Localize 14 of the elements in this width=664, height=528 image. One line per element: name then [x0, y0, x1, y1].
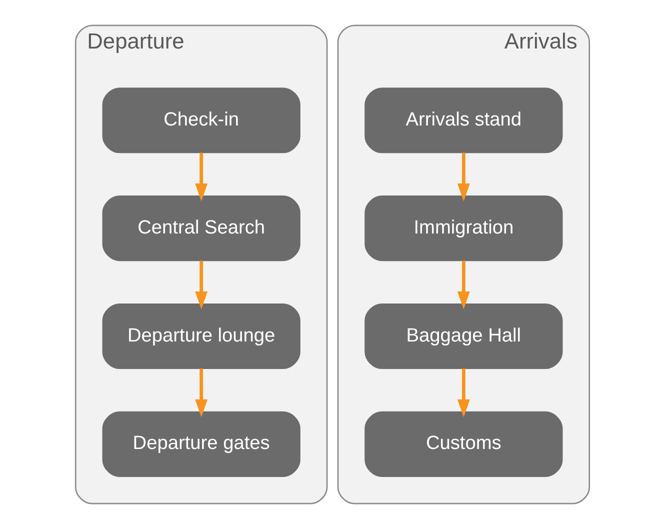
node-box: Immigration: [364, 195, 562, 261]
arrow: [194, 368, 208, 417]
node-box: Baggage Hall: [364, 302, 562, 369]
arrow: [456, 260, 470, 309]
arrow: [456, 152, 470, 201]
arrow: [194, 260, 208, 309]
node-box: Customs: [364, 410, 562, 476]
node-box: Departure gates: [102, 410, 300, 476]
arrow: [194, 152, 208, 201]
arrow: [456, 368, 470, 417]
node-box: Central Search: [102, 195, 300, 261]
node-box: Check-in: [102, 87, 300, 153]
node-box: Departure lounge: [102, 302, 300, 369]
node-box: Arrivals stand: [364, 87, 562, 153]
